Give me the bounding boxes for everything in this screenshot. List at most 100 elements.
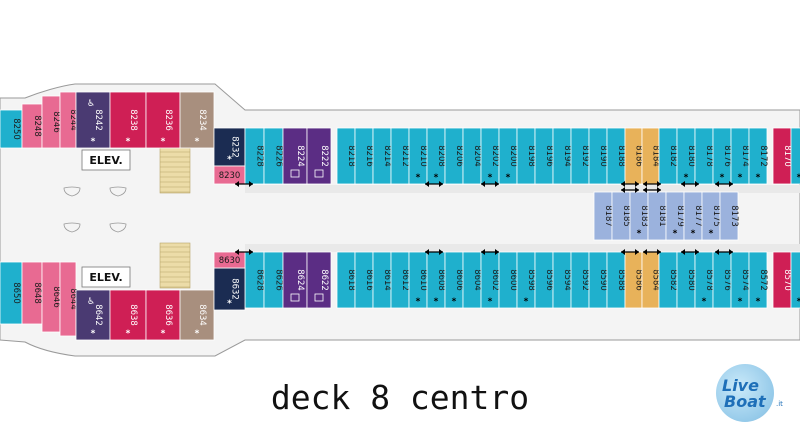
cabin-number: 8172	[758, 145, 768, 167]
star-icon: *	[416, 297, 421, 307]
accessible-icon: ♿	[87, 99, 95, 109]
cabin-8172[interactable]	[748, 127, 768, 185]
deck-caption: deck 8 centro	[270, 378, 530, 417]
cabin-number: 8642	[93, 304, 103, 326]
cabin-8634[interactable]	[179, 289, 215, 341]
cabin-8234[interactable]	[179, 91, 215, 149]
star-icon: *	[756, 297, 761, 307]
arrow-head	[715, 249, 733, 255]
cabin-number: 8570	[782, 269, 792, 291]
star-icon: *	[797, 297, 800, 307]
cabin-number: 8650	[11, 282, 21, 304]
star-icon: *	[434, 173, 439, 183]
arrow-head	[481, 249, 499, 255]
cabin-number: 8185	[621, 205, 631, 227]
cabin-8224[interactable]	[282, 127, 308, 185]
cabin-number: 8610	[418, 269, 428, 291]
cabin-number: 8580	[686, 269, 696, 291]
cabin-number: 8584	[651, 269, 661, 291]
cabin-8636[interactable]	[145, 289, 181, 341]
cabin-number: 8646	[51, 286, 61, 308]
cabin-8222[interactable]	[306, 127, 332, 185]
cabin-number: 8638	[128, 304, 138, 326]
cabin-number: 8194	[562, 145, 572, 167]
logo-line1: Live	[722, 376, 759, 395]
arrow-head	[235, 181, 253, 187]
star-icon: *	[91, 329, 96, 339]
cabin-number: 8616	[364, 269, 374, 291]
cabin-8568[interactable]	[790, 251, 800, 309]
star-icon: *	[684, 173, 689, 183]
cabin-8173[interactable]	[719, 191, 739, 241]
arrow-head	[425, 181, 443, 187]
sofa-icon	[314, 293, 324, 302]
star-icon: *	[709, 229, 714, 239]
cabin-number: 8226	[274, 145, 284, 167]
cabin-number: 8218	[346, 145, 356, 167]
star-icon: *	[797, 173, 800, 183]
cabin-8238[interactable]	[109, 91, 147, 149]
cabin-number: 8228	[255, 145, 265, 167]
star-icon: *	[126, 137, 131, 147]
cabin-number: 8232	[230, 136, 240, 158]
star-icon: *	[161, 137, 166, 147]
star-icon: *	[488, 173, 493, 183]
cabin-8638[interactable]	[109, 289, 147, 341]
cabin-8624[interactable]	[282, 251, 308, 309]
star-icon: *	[452, 297, 457, 307]
stairs-top	[159, 147, 191, 194]
lobby-furniture	[63, 186, 127, 233]
lobby-chair	[63, 222, 81, 233]
cabin-8232[interactable]	[213, 127, 246, 167]
cabin-number: 8604	[472, 269, 482, 291]
arrow-head	[235, 249, 253, 255]
cabin-number: 8614	[382, 269, 392, 291]
lobby-chair	[109, 222, 127, 233]
star-icon: *	[195, 329, 200, 339]
elevator-bottom-label: ELEV.	[89, 271, 122, 284]
star-icon: *	[738, 297, 743, 307]
cabin-8572[interactable]	[748, 251, 768, 309]
cabin-number: 8608	[436, 269, 446, 291]
star-icon: *	[488, 297, 493, 307]
cabin-8630[interactable]	[213, 251, 246, 269]
star-icon: *	[434, 297, 439, 307]
sofa-icon	[290, 169, 300, 178]
cabin-number: 8630	[219, 256, 241, 266]
star-icon: *	[416, 173, 421, 183]
cabin-number: 8572	[758, 269, 768, 291]
cabin-number: 8588	[616, 269, 626, 291]
sofa-icon	[314, 169, 324, 178]
cabin-8168[interactable]	[790, 127, 800, 185]
cabin-number: 8644	[68, 288, 78, 310]
cabin-number: 8238	[128, 109, 138, 131]
lobby-chair	[63, 186, 81, 197]
cabin-number: 8175	[711, 205, 721, 227]
cabin-number: 8180	[686, 145, 696, 167]
cabin-8622[interactable]	[306, 251, 332, 309]
cabin-number: 8178	[704, 145, 714, 167]
cabin-number: 8628	[255, 269, 265, 291]
cabin-number: 8173	[729, 205, 739, 227]
cabin-number: 8198	[526, 145, 536, 167]
cabin-number: 8632	[230, 278, 240, 300]
arrow-head	[643, 181, 661, 187]
cabin-number: 8216	[364, 145, 374, 167]
star-icon: *	[91, 137, 96, 147]
cabin-number: 8622	[319, 269, 329, 291]
cabin-8236[interactable]	[145, 91, 181, 149]
arrow-head	[681, 181, 699, 187]
cabin-number: 8244	[68, 109, 78, 131]
star-icon: *	[691, 229, 696, 239]
cabin-number: 8177	[693, 205, 703, 227]
elevator-bottom	[81, 266, 131, 288]
cabin-number: 8590	[598, 269, 608, 291]
cabin-number: 8234	[197, 109, 207, 131]
cabin-number: 8183	[639, 205, 649, 227]
star-icon: *	[738, 173, 743, 183]
cabin-number: 8212	[400, 145, 410, 167]
cabin-number: 8206	[454, 145, 464, 167]
